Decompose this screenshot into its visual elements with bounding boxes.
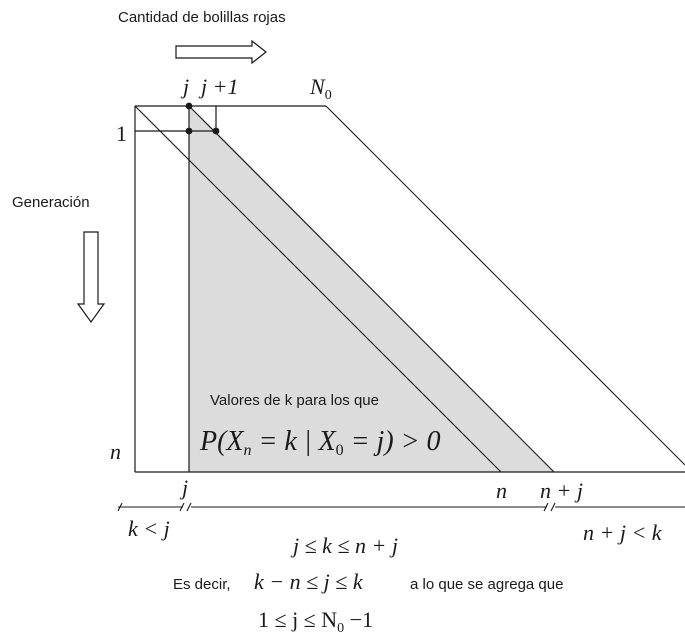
region-caption: Valores de k para los que bbox=[210, 392, 379, 409]
grid-points bbox=[185, 102, 220, 135]
top-label-j: j bbox=[180, 74, 189, 99]
note-formula: k − n ≤ j ≤ k bbox=[254, 569, 364, 594]
right-arrow-icon bbox=[175, 39, 267, 65]
grid-frame bbox=[134, 105, 685, 473]
note-prefix: Es decir, bbox=[173, 576, 231, 593]
range-axis bbox=[117, 502, 685, 512]
down-arrow-icon bbox=[76, 231, 106, 324]
bottom-label-n-plus-j: n + j bbox=[540, 478, 583, 503]
range-label-right: n + j < k bbox=[583, 520, 663, 545]
row-label-1: 1 bbox=[116, 121, 127, 146]
top-axis-label: Cantidad de bolillas rojas bbox=[118, 9, 286, 26]
probability-formula: P(Xn = k | X0 = j) > 0 bbox=[199, 426, 441, 459]
constraint-formula: 1 ≤ j ≤ N0 −1 bbox=[258, 607, 373, 636]
row-label-n: n bbox=[110, 439, 121, 464]
note-suffix: a lo que se agrega que bbox=[410, 576, 563, 593]
diagonal-lines bbox=[134, 105, 685, 473]
range-label-left: k < j bbox=[128, 516, 170, 541]
bottom-label-j: j bbox=[179, 475, 188, 500]
bottom-label-n: n bbox=[496, 478, 507, 503]
top-label-N0: N0 bbox=[309, 74, 332, 103]
top-label-j-plus-1: j +1 bbox=[198, 74, 238, 99]
left-axis-label: Generación bbox=[12, 194, 90, 211]
range-label-middle: j ≤ k ≤ n + j bbox=[290, 533, 398, 558]
